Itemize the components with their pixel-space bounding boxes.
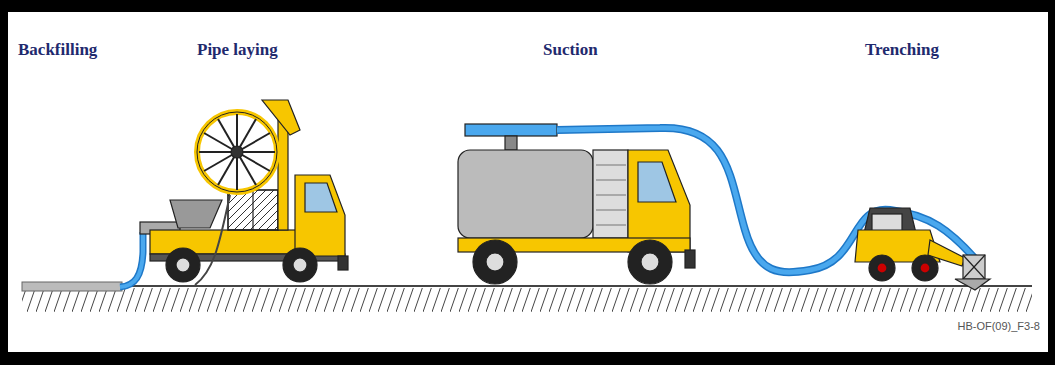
- stage-label: Trenching: [865, 40, 939, 60]
- stage-label: Pipe laying: [197, 40, 278, 60]
- pipe-laying-truck: [120, 100, 348, 287]
- canvas: [8, 12, 1048, 352]
- ground: [22, 282, 1032, 312]
- figure-code: HB-OF(09)_F3-8: [957, 320, 1040, 332]
- stage-label: Suction: [543, 40, 598, 60]
- trencher: [855, 208, 990, 290]
- stage-label: Backfilling: [18, 40, 97, 60]
- suction-truck: [458, 124, 978, 284]
